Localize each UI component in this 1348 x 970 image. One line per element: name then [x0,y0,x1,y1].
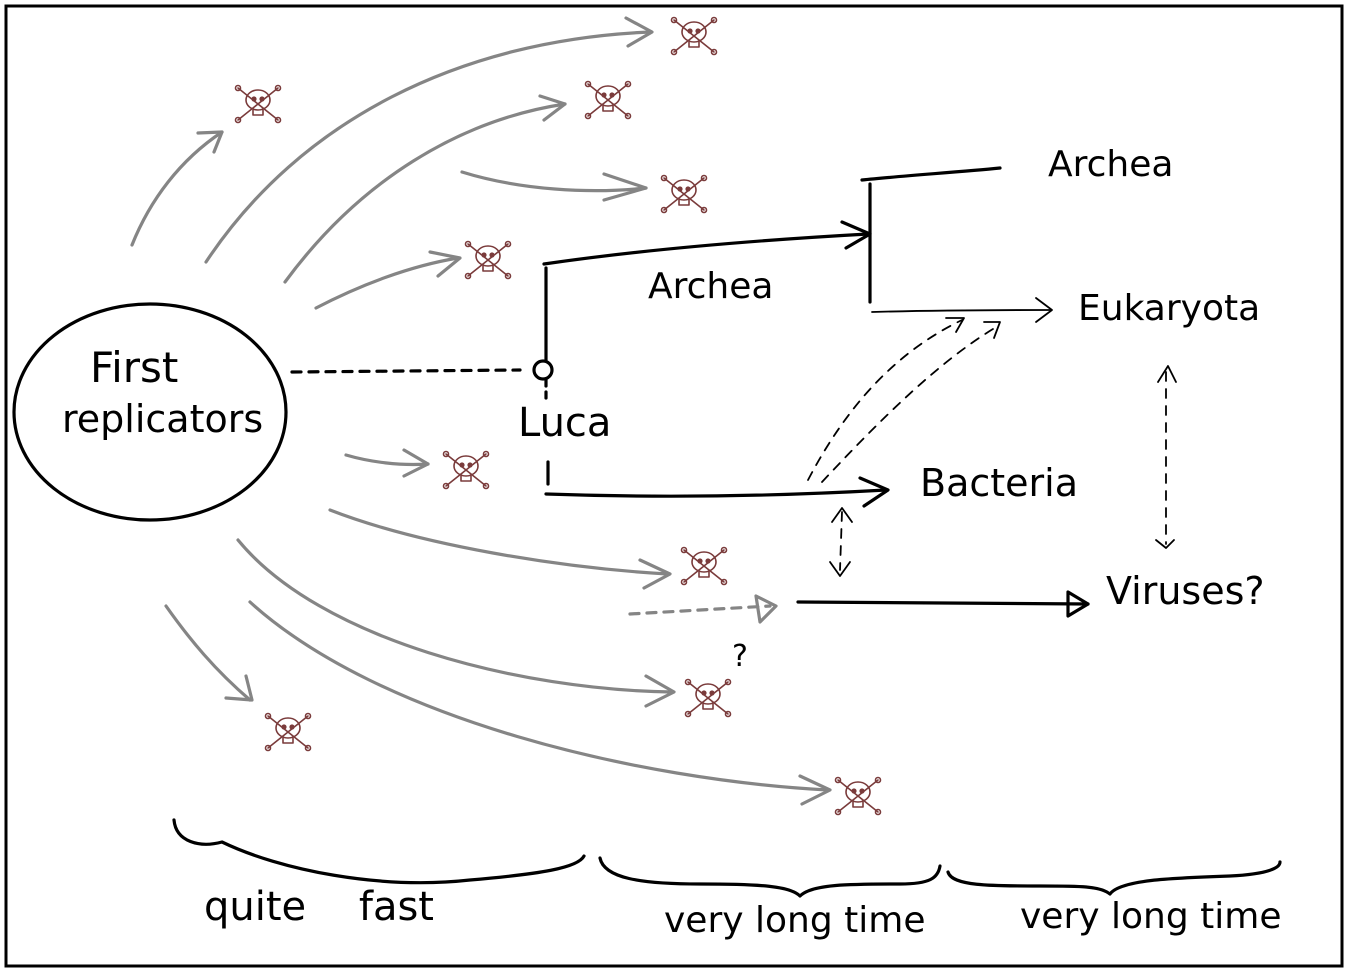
skull-crossbones-icon [684,678,732,718]
viruses-label: Viruses? [1106,569,1265,613]
bacteria-line [544,488,888,498]
viruses-line [796,600,1090,606]
first-replicators-label-line2: replicators [62,397,263,441]
timeline-braces [172,818,1282,898]
brace-very-long-time-2 [946,860,1282,896]
lineage-arrow [314,256,460,310]
bacteria-label: Bacteria [920,461,1078,505]
skull-crossbones-icon [442,450,490,490]
eukaryota-line [871,309,1051,313]
luca-node [532,359,554,381]
lineage-arrow [328,508,670,576]
lineage-arrow [130,130,224,247]
lineage-arrow [204,30,652,264]
timeline-label-very-long-time-2: very long time [1020,896,1281,937]
uncertain-lineage-question-mark: ? [732,639,748,674]
skull-crossbones-icon [264,712,312,752]
lineage-arrow [164,604,252,702]
skull-crossbones-icon [670,16,718,56]
lineage-arrow [236,538,674,694]
eukaryota-label: Eukaryota [1078,288,1260,329]
extinct-lineage-arrows-lower [164,448,832,806]
archea-leaf-label: Archea [1048,144,1173,185]
brace-quite-fast [172,818,586,885]
archea-branch-line [542,232,870,266]
viruses-origin-dashed-arrow [628,604,772,616]
timeline-label-quite-fast: quite fast [204,884,434,930]
skull-crossbones-icon [680,546,728,586]
lineage-arrow [344,453,430,467]
frame-border [4,4,1344,968]
first-replicators-label-line1: First [90,343,178,392]
skull-crossbones-icon [234,84,282,124]
archea-leaf-line [860,166,1002,182]
archea-branch-label: Archea [648,266,773,307]
timeline-label-very-long-time-1: very long time [664,900,925,941]
skull-crossbones-icon [584,80,632,120]
phylogenetic-tree [542,166,1090,618]
skull-crossbones-icon [464,240,512,280]
extinct-lineage-arrows-upper [130,16,654,310]
gene-transfer-arrows [807,317,1177,577]
replicators-to-luca-dashed-line [290,368,522,374]
luca-label: Luca [518,400,611,446]
lineage-arrow [248,600,830,792]
first-replicators-circle [12,302,288,522]
brace-very-long-time-1 [598,856,942,898]
skull-crossbones-icon [660,174,708,214]
skull-crossbones-icon [834,776,882,816]
lineage-arrow [283,102,567,284]
lineage-arrow [460,170,648,193]
